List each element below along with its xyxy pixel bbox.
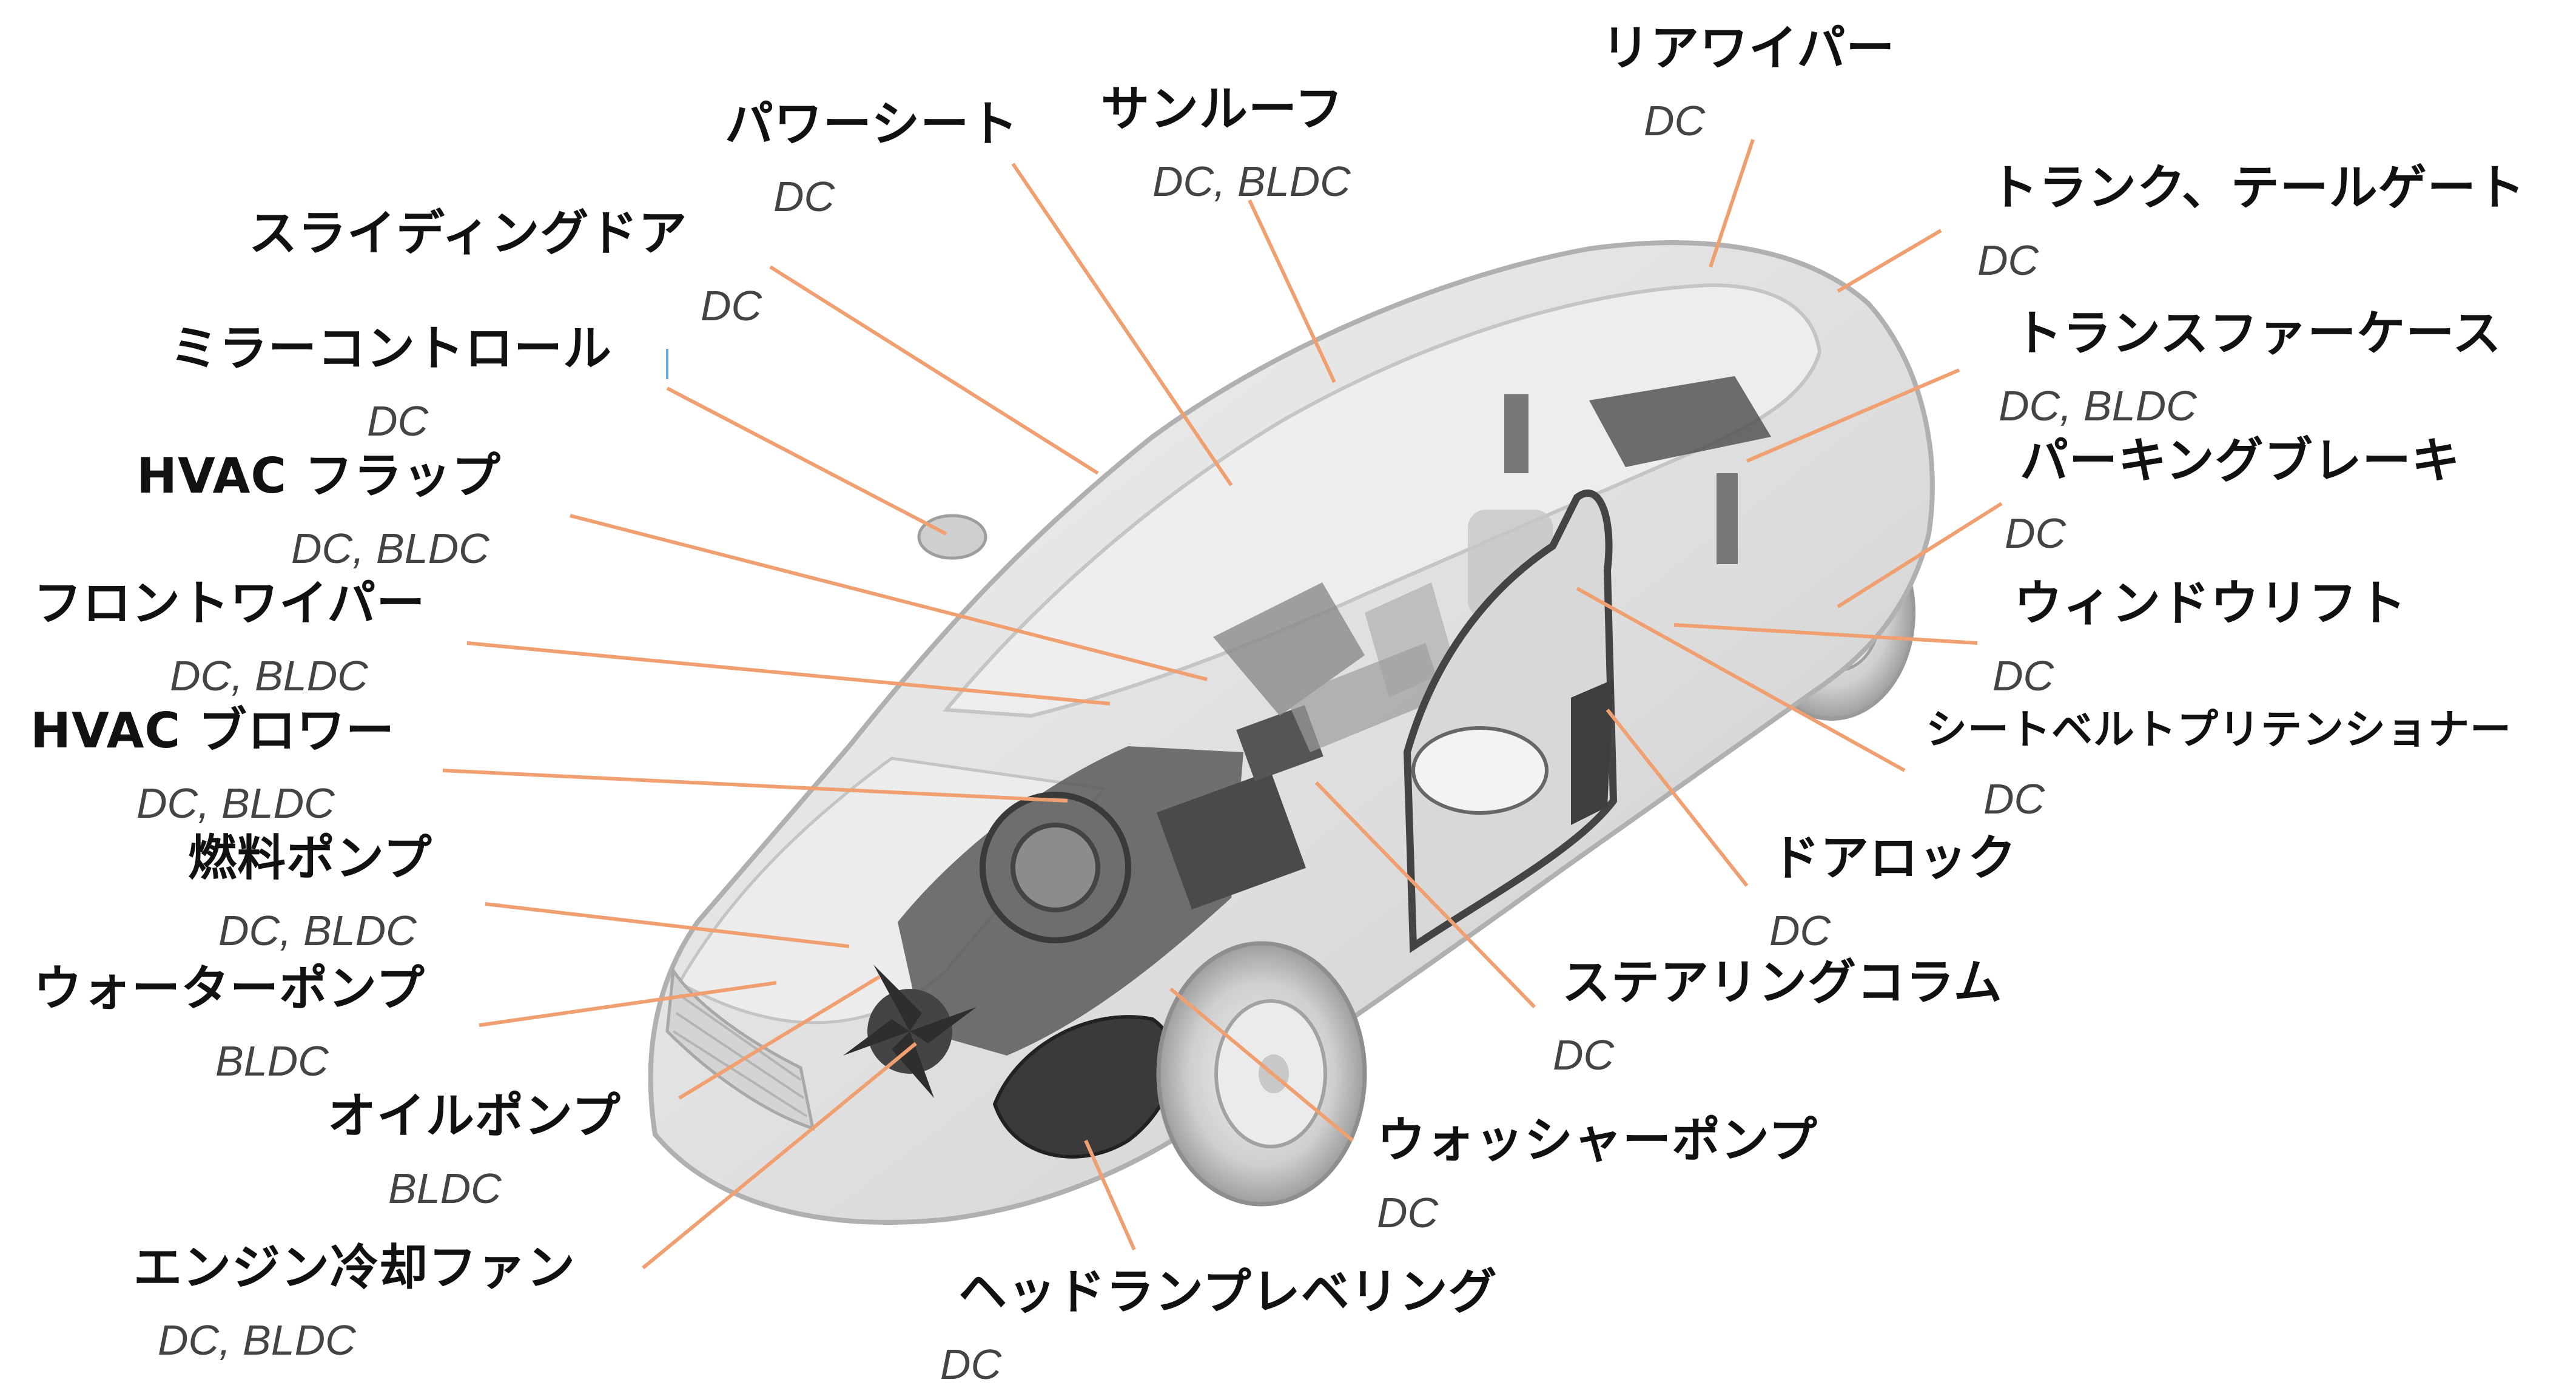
label-engine-cooling-fan-name: エンジン冷却ファン (133, 1239, 576, 1296)
label-headlamp-leveling: ヘッドランプレベリング DC (940, 1264, 1498, 1386)
label-trunk-tailgate: トランク、テールゲート DC (1977, 160, 2526, 282)
label-oil-pump-motor: BLDC (388, 1165, 502, 1212)
label-power-seat-motor: DC (773, 173, 835, 220)
label-rear-wiper-motor: DC (1644, 97, 1706, 144)
label-trunk-tailgate-name: トランク、テールゲート (1989, 160, 2526, 216)
open-door (1403, 490, 1618, 953)
label-transfer-case-motor: DC, BLDC (1999, 382, 2197, 430)
label-steering-column-name: ステアリングコラム (1562, 954, 2003, 1011)
label-parking-brake-motor: DC (2005, 510, 2067, 557)
side-mirror (917, 514, 987, 560)
label-sunroof: サンルーフ DC, BLDC (1101, 85, 1351, 203)
leader-fuel-pump (485, 902, 850, 948)
label-door-lock-name: ドアロック (1771, 830, 2017, 886)
leader-trunk (1837, 229, 1942, 293)
label-front-wiper-name: フロントワイパー (33, 575, 426, 632)
leader-oil-pump (678, 975, 881, 1100)
leader-door-lock (1606, 709, 1749, 887)
label-seatbelt-pretensioner-motor: DC (1983, 775, 2045, 823)
label-power-seat: パワーシート DC (725, 100, 1018, 218)
engine-bay (843, 705, 1323, 1098)
label-water-pump-name: ウォーターポンプ (33, 960, 425, 1017)
leader-parking-brake (1837, 502, 2003, 608)
car-illustration (648, 240, 1935, 1225)
label-headlamp-leveling-name: ヘッドランプレベリング (958, 1264, 1498, 1320)
label-sliding-door: スライディングドア DC (249, 205, 762, 329)
leader-headlamp (1084, 1139, 1136, 1251)
label-hvac-blower-motor: DC, BLDC (136, 780, 335, 827)
label-oil-pump-name: オイルポンプ (328, 1088, 621, 1144)
label-front-wiper: フロントワイパー DC, BLDC (33, 575, 426, 699)
label-door-lock: ドアロック DC (1769, 830, 2017, 954)
leader-hvac-blower (442, 769, 1068, 803)
label-window-lift-name: ウィンドウリフト (2014, 575, 2407, 632)
label-steering-column: ステアリングコラム DC (1553, 954, 2003, 1077)
leader-sliding-door (769, 265, 1099, 475)
leader-steering-column (1314, 781, 1536, 1009)
label-seatbelt-pretensioner-name: シートベルトプリテンショナー (1926, 706, 2512, 754)
label-engine-cooling-fan: エンジン冷却ファン DC, BLDC (133, 1239, 576, 1364)
label-window-lift-motor: DC (1993, 652, 2054, 699)
label-mirror-control: ミラーコントロール DC (170, 320, 612, 445)
label-trunk-tailgate-motor: DC (1977, 237, 2039, 284)
label-hvac-flap-motor: DC, BLDC (291, 525, 489, 572)
label-front-wiper-motor: DC, BLDC (170, 652, 368, 699)
leader-window-lift (1673, 623, 1978, 645)
leader-washer-pump (1169, 987, 1354, 1142)
label-window-lift: ウィンドウリフト DC (1993, 575, 2407, 698)
label-parking-brake-name: パーキングブレーキ (2020, 433, 2461, 489)
leader-seatbelt (1576, 587, 1906, 772)
label-sunroof-motor: DC, BLDC (1152, 158, 1351, 205)
front-wheel (1156, 941, 1367, 1207)
label-parking-brake: パーキングブレーキ DC (2005, 433, 2461, 555)
label-mirror-control-name: ミラーコントロール (170, 320, 612, 377)
label-water-pump: ウォーターポンプ BLDC (33, 960, 425, 1085)
leader-mirror (666, 386, 947, 536)
label-hvac-flap-name: HVAC フラップ (136, 448, 501, 504)
transfer-case-unit (1504, 376, 1771, 564)
leader-water-pump (479, 981, 777, 1027)
label-door-lock-motor: DC (1769, 907, 1831, 954)
label-rear-wiper-name: リアワイパー (1601, 20, 1895, 76)
leader-sunroof (1248, 199, 1336, 383)
label-fuel-pump: 燃料ポンプ DC, BLDC (188, 834, 432, 952)
label-rear-wiper: リアワイパー DC (1601, 20, 1895, 144)
label-washer-pump-name: ウォッシャーポンプ (1377, 1112, 1818, 1168)
label-hvac-flap: HVAC フラップ DC, BLDC (136, 452, 501, 570)
leader-hvac-flap (570, 514, 1208, 681)
label-oil-pump: オイルポンプ BLDC (328, 1092, 621, 1210)
label-water-pump-motor: BLDC (215, 1037, 329, 1085)
label-sliding-door-motor: DC (701, 282, 762, 329)
label-mirror-control-motor: DC (367, 397, 429, 445)
label-fuel-pump-motor: DC, BLDC (218, 907, 417, 954)
label-steering-column-motor: DC (1553, 1031, 1615, 1079)
label-hvac-blower-name: HVAC ブロワー (30, 702, 395, 759)
leader-power-seat (1011, 163, 1233, 487)
leader-cooling-fan (642, 1042, 917, 1270)
label-sliding-door-name: スライディングドア (249, 205, 688, 261)
label-engine-cooling-fan-motor: DC, BLDC (158, 1316, 356, 1364)
label-hvac-blower: HVAC ブロワー DC, BLDC (30, 702, 395, 827)
label-transfer-case-name: トランスファーケース (2014, 305, 2502, 362)
label-sunroof-name: サンルーフ (1101, 81, 1344, 137)
label-headlamp-leveling-motor: DC (940, 1341, 1002, 1388)
leader-transfer-case (1746, 368, 1960, 463)
leader-front-wiper (466, 641, 1111, 706)
label-washer-pump: ウォッシャーポンプ DC (1377, 1112, 1818, 1236)
leader-rear-wiper (1709, 139, 1755, 268)
label-power-seat-name: パワーシート (725, 96, 1019, 152)
label-washer-pump-motor: DC (1377, 1189, 1439, 1236)
label-transfer-case: トランスファーケース DC, BLDC (1999, 305, 2502, 428)
label-seatbelt-pretensioner: シートベルトプリテンショナー DC (1926, 706, 2512, 823)
label-fuel-pump-name: 燃料ポンプ (188, 830, 432, 886)
leader-lines (442, 139, 2003, 1270)
